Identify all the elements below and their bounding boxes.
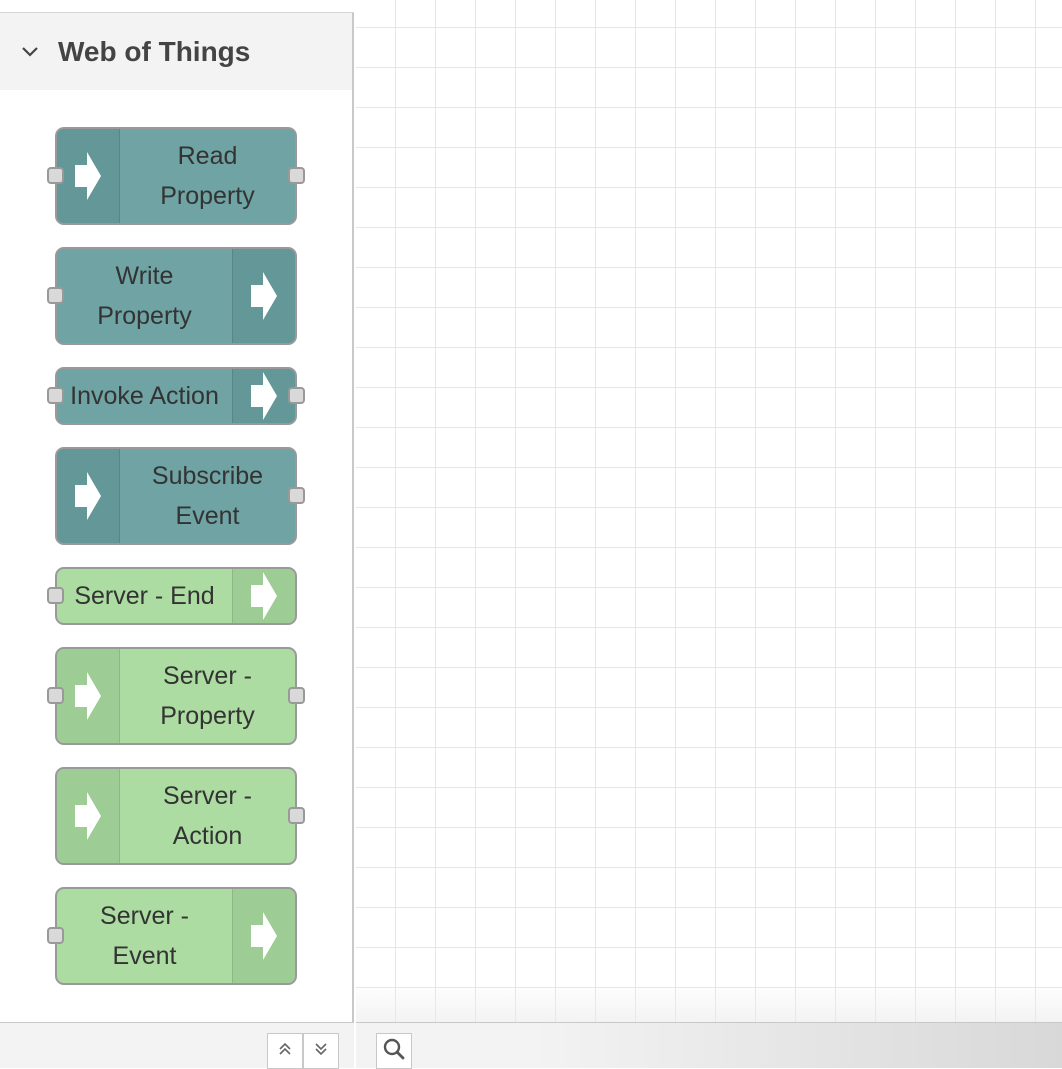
- output-port: [288, 687, 305, 704]
- workspace-footer: [356, 1022, 1062, 1069]
- expand-all-button[interactable]: [303, 1033, 339, 1069]
- input-port: [47, 167, 64, 184]
- node-server-end[interactable]: Server - End: [47, 567, 297, 625]
- node-server-event[interactable]: Server - Event: [47, 887, 297, 985]
- collapse-all-button[interactable]: [267, 1033, 303, 1069]
- node-write-property[interactable]: Write Property: [47, 247, 297, 345]
- arrow-right-icon: [232, 889, 295, 983]
- workspace-canvas[interactable]: [356, 0, 1062, 1022]
- category-header-web-of-things[interactable]: Web of Things: [0, 13, 352, 90]
- node-server-property[interactable]: Server - Property: [47, 647, 305, 745]
- double-chevron-up-icon: [278, 1042, 292, 1061]
- category-title: Web of Things: [58, 35, 251, 67]
- arrow-right-icon: [57, 449, 120, 543]
- double-chevron-down-icon: [314, 1042, 328, 1061]
- node-label: Server - End: [74, 582, 215, 610]
- chevron-down-icon[interactable]: [18, 40, 42, 64]
- arrow-right-icon: [232, 569, 295, 623]
- node-label: Server - Event: [100, 902, 189, 970]
- node-label: Read Property: [160, 142, 255, 210]
- node-label: Invoke Action: [70, 382, 219, 410]
- node-server-action[interactable]: Server - Action: [55, 767, 305, 865]
- search-icon: [383, 1038, 405, 1065]
- output-port: [288, 487, 305, 504]
- arrow-right-icon: [232, 249, 295, 343]
- node-read-property[interactable]: Read Property: [47, 127, 305, 225]
- output-port: [288, 167, 305, 184]
- palette-filter-area: [0, 0, 354, 13]
- workspace-shadow: [356, 982, 1062, 1022]
- palette-footer: [0, 1022, 354, 1069]
- input-port: [47, 927, 64, 944]
- input-port: [47, 587, 64, 604]
- input-port: [47, 387, 64, 404]
- output-port: [288, 807, 305, 824]
- node-label: Write Property: [97, 262, 192, 330]
- arrow-right-icon: [57, 769, 120, 863]
- search-button[interactable]: [376, 1033, 412, 1069]
- node-label: Server - Property: [160, 662, 255, 730]
- arrow-right-icon: [57, 129, 120, 223]
- node-subscribe-event[interactable]: Subscribe Event: [55, 447, 305, 545]
- node-label: Subscribe Event: [151, 462, 264, 530]
- palette: Web of Things Read Property Write Proper…: [0, 0, 354, 1068]
- output-port: [288, 387, 305, 404]
- input-port: [47, 687, 64, 704]
- input-port: [47, 287, 64, 304]
- arrow-right-icon: [57, 649, 120, 743]
- node-invoke-action[interactable]: Invoke Action: [47, 367, 305, 425]
- node-label: Server - Action: [163, 782, 252, 850]
- arrow-right-icon: [232, 369, 295, 423]
